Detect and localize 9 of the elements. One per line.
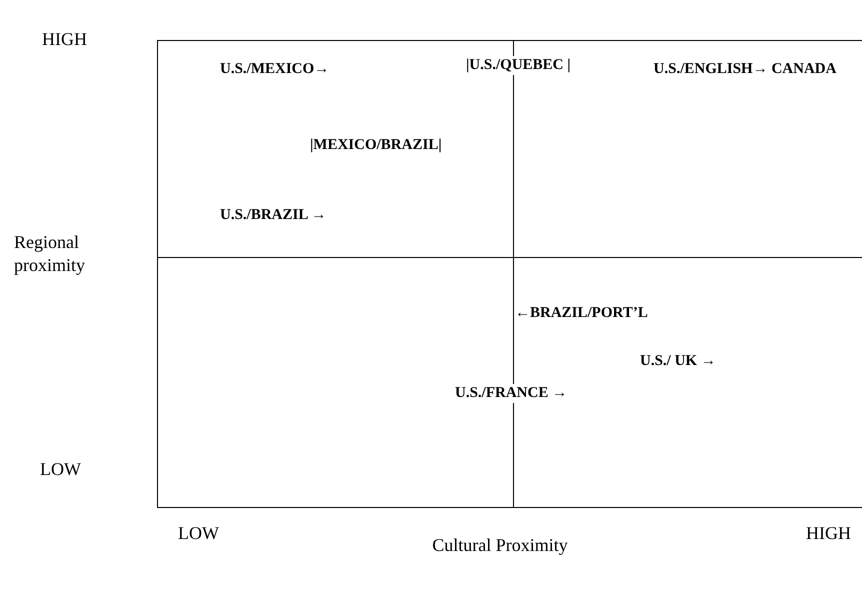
country-pair-label: U.S./FRANCE → (455, 384, 568, 403)
axis-value-label: LOW (178, 522, 219, 544)
axis-value-label: LOW (40, 458, 81, 480)
country-pair-label: |U.S./QUEBEC | (466, 56, 571, 75)
axis-value-label: HIGH (806, 522, 851, 544)
country-pair-label: |MEXICO/BRAZIL| (310, 136, 442, 155)
axis-title: Cultural Proximity (431, 534, 569, 556)
axis-value-label: HIGH (42, 28, 87, 50)
axis-title: Regional proximity (14, 231, 86, 276)
